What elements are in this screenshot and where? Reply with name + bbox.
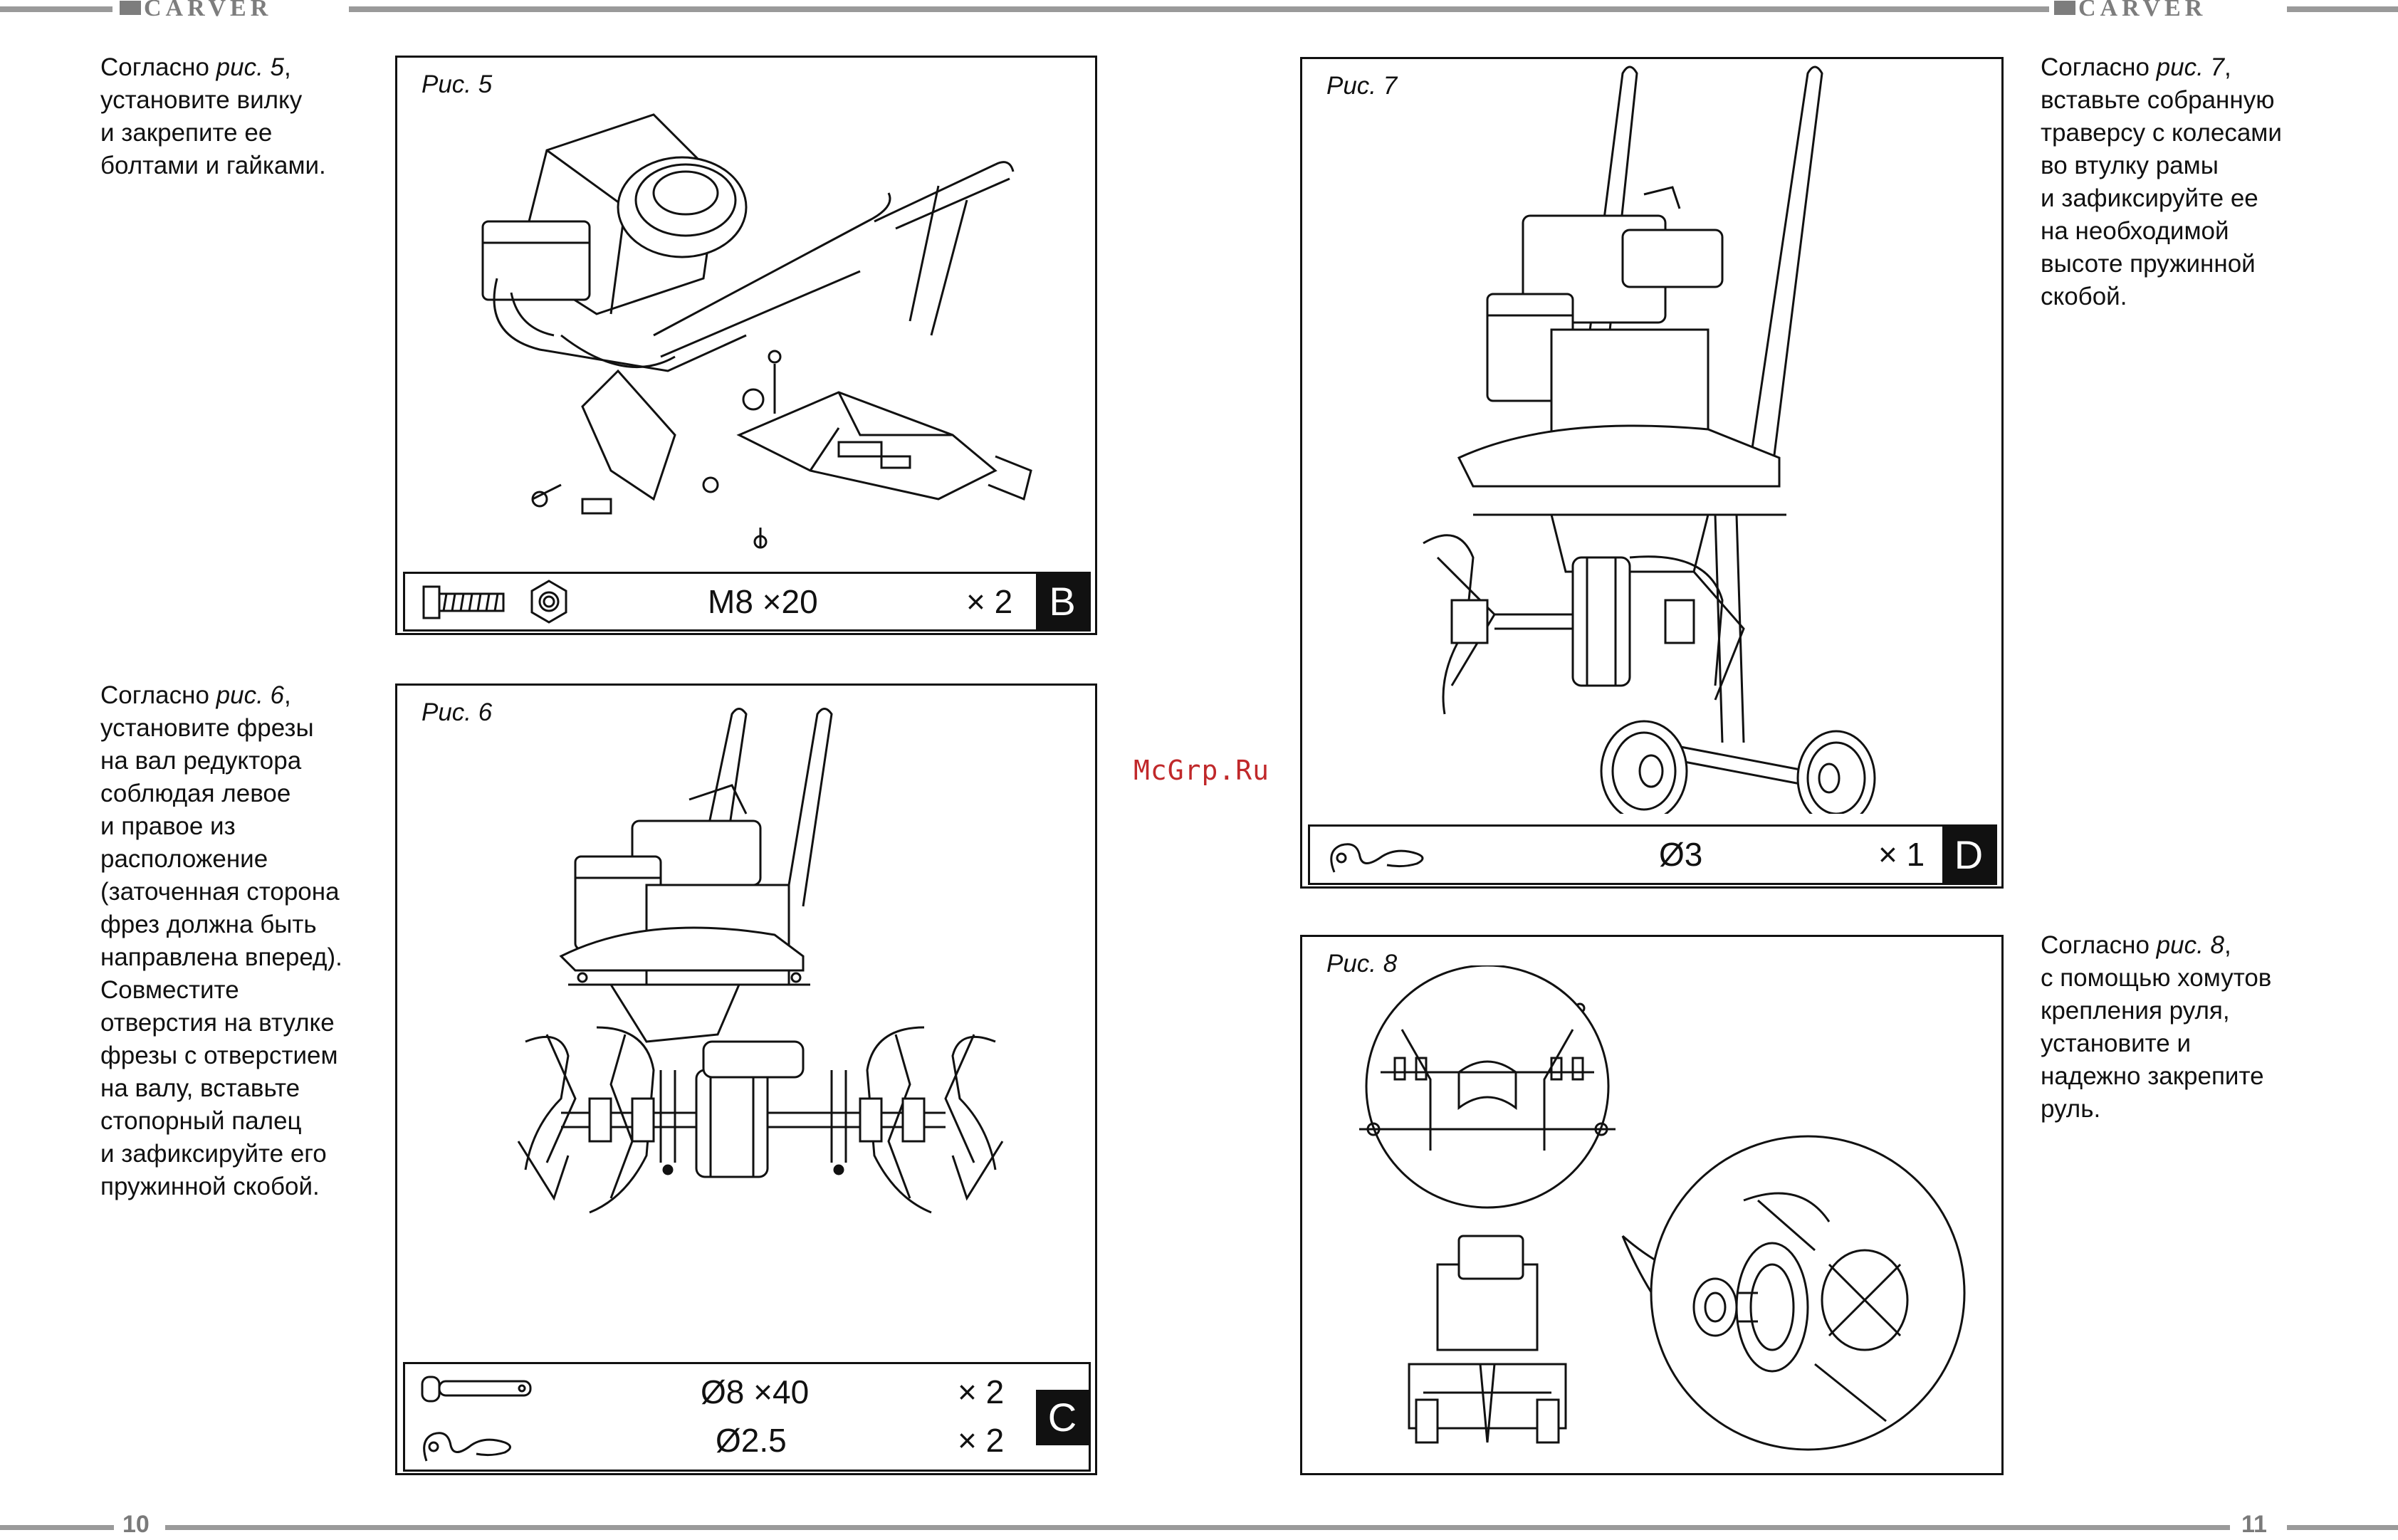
figure-7-parts-strip: Ø3 × 1 D: [1308, 824, 1997, 885]
brand-logo-left: CARVER: [120, 0, 273, 21]
figure-6-quantity-2: × 2: [958, 1422, 1005, 1459]
figure-5-spec: M8 ×20: [708, 583, 818, 620]
figure-7-frame: Рис. 7: [1300, 57, 2004, 889]
watermark: McGrp.Ru: [1133, 755, 1270, 786]
figure-8-drawing: [1359, 965, 1966, 1451]
figure-5-caption: Рис. 5: [422, 70, 493, 98]
figure-6-frame: Рис. 6: [395, 683, 1097, 1475]
figure-7-letter: D: [1942, 827, 1995, 883]
figure-5-frame: Рис. 5: [395, 56, 1097, 635]
header-rule-left: [0, 6, 112, 12]
figure-ref: рис. 7: [2156, 53, 2225, 81]
figure-5-letter: B: [1036, 574, 1089, 629]
figure-6-spec-1: Ø8 ×40: [701, 1373, 810, 1410]
figure-6-letter: C: [1036, 1390, 1089, 1445]
figure-ref: рис. 6: [216, 681, 285, 709]
header-rule-center: [349, 6, 2049, 12]
page-number-right: 11: [2241, 1511, 2267, 1538]
figure-7-quantity: × 1: [1878, 836, 1925, 873]
nut-icon: [530, 580, 567, 624]
figure-6-caption: Рис. 6: [422, 698, 493, 726]
figure-5-parts-strip: M8 ×20 × 2 B: [403, 572, 1091, 632]
brand-name: CARVER: [2078, 0, 2207, 21]
page-number-left: 10: [122, 1511, 150, 1538]
figure-6-spec-2: Ø2.5: [716, 1422, 787, 1459]
spring-clip-icon: [423, 1432, 511, 1462]
figure-5-drawing: [481, 113, 1032, 549]
bolt-icon: [422, 585, 505, 619]
figure-8-frame: Рис. 8: [1300, 935, 2004, 1475]
step-5-text: Согласно рис. 5, установите вилку и закр…: [100, 53, 326, 179]
figure-ref: рис. 5: [216, 53, 285, 81]
brand-mark-icon: [2054, 1, 2075, 15]
step-7-text: Согласно рис. 7, вставьте собранную трав…: [2041, 53, 2282, 310]
spring-clip-icon: [1330, 843, 1424, 873]
header-rule-right: [2287, 6, 2398, 12]
figure-7-drawing: [1423, 66, 1876, 814]
brand-mark-icon: [120, 1, 141, 15]
pin-icon: [421, 1376, 532, 1403]
figure-6-quantity-1: × 2: [958, 1373, 1005, 1410]
figure-7-spec: Ø3: [1659, 836, 1703, 873]
step-8-text: Согласно рис. 8, с помощью хомутов крепл…: [2041, 931, 2272, 1123]
figure-7-caption: Рис. 7: [1326, 72, 1398, 100]
brand-name: CARVER: [144, 0, 273, 21]
figure-8-caption: Рис. 8: [1326, 950, 1398, 978]
brand-logo-right: CARVER: [2054, 0, 2207, 21]
step-6-text: Согласно рис. 6, установите фрезы на вал…: [100, 681, 342, 1200]
footer-rule-right: [2287, 1525, 2398, 1530]
figure-ref: рис. 8: [2156, 931, 2225, 959]
footer-rule-center: [165, 1525, 2230, 1530]
figure-6-parts-strip: Ø8 ×40 × 2 Ø2.5 × 2 C: [403, 1362, 1091, 1472]
figure-5-quantity: × 2: [966, 583, 1013, 620]
figure-6-drawing: [517, 708, 1004, 1214]
footer-rule-left: [0, 1525, 114, 1530]
